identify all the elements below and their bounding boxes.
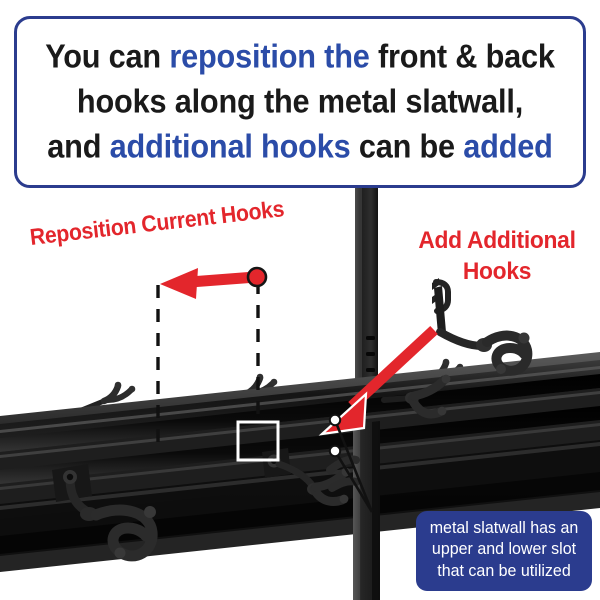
- hook-front-left: [52, 464, 158, 562]
- slatwall-info-callout: metal slatwall has an upper and lower slo…: [416, 511, 592, 591]
- headline-line-2: hooks along the metal slatwall,: [76, 82, 524, 120]
- headline-line-3: and additional hooks can be added: [47, 127, 553, 165]
- metal-slatwall-rail: [0, 352, 600, 572]
- headline-text: You can reposition the front & back hooks…: [17, 35, 583, 170]
- info-callout-line-2: upper and lower slot: [431, 540, 577, 559]
- headline-line-1: You can reposition the front & back: [45, 37, 555, 75]
- headline-banner: You can reposition the front & back hooks…: [14, 16, 586, 188]
- info-callout-line-3: that can be utilized: [437, 561, 571, 580]
- add-hooks-annotation-label: Add Additional Hooks: [418, 227, 576, 285]
- additional-hook-floating: [432, 278, 533, 376]
- upright-post-lower: [353, 421, 380, 600]
- info-callout-line-1: metal slatwall has an: [429, 519, 579, 537]
- upright-post-upper: [355, 188, 378, 404]
